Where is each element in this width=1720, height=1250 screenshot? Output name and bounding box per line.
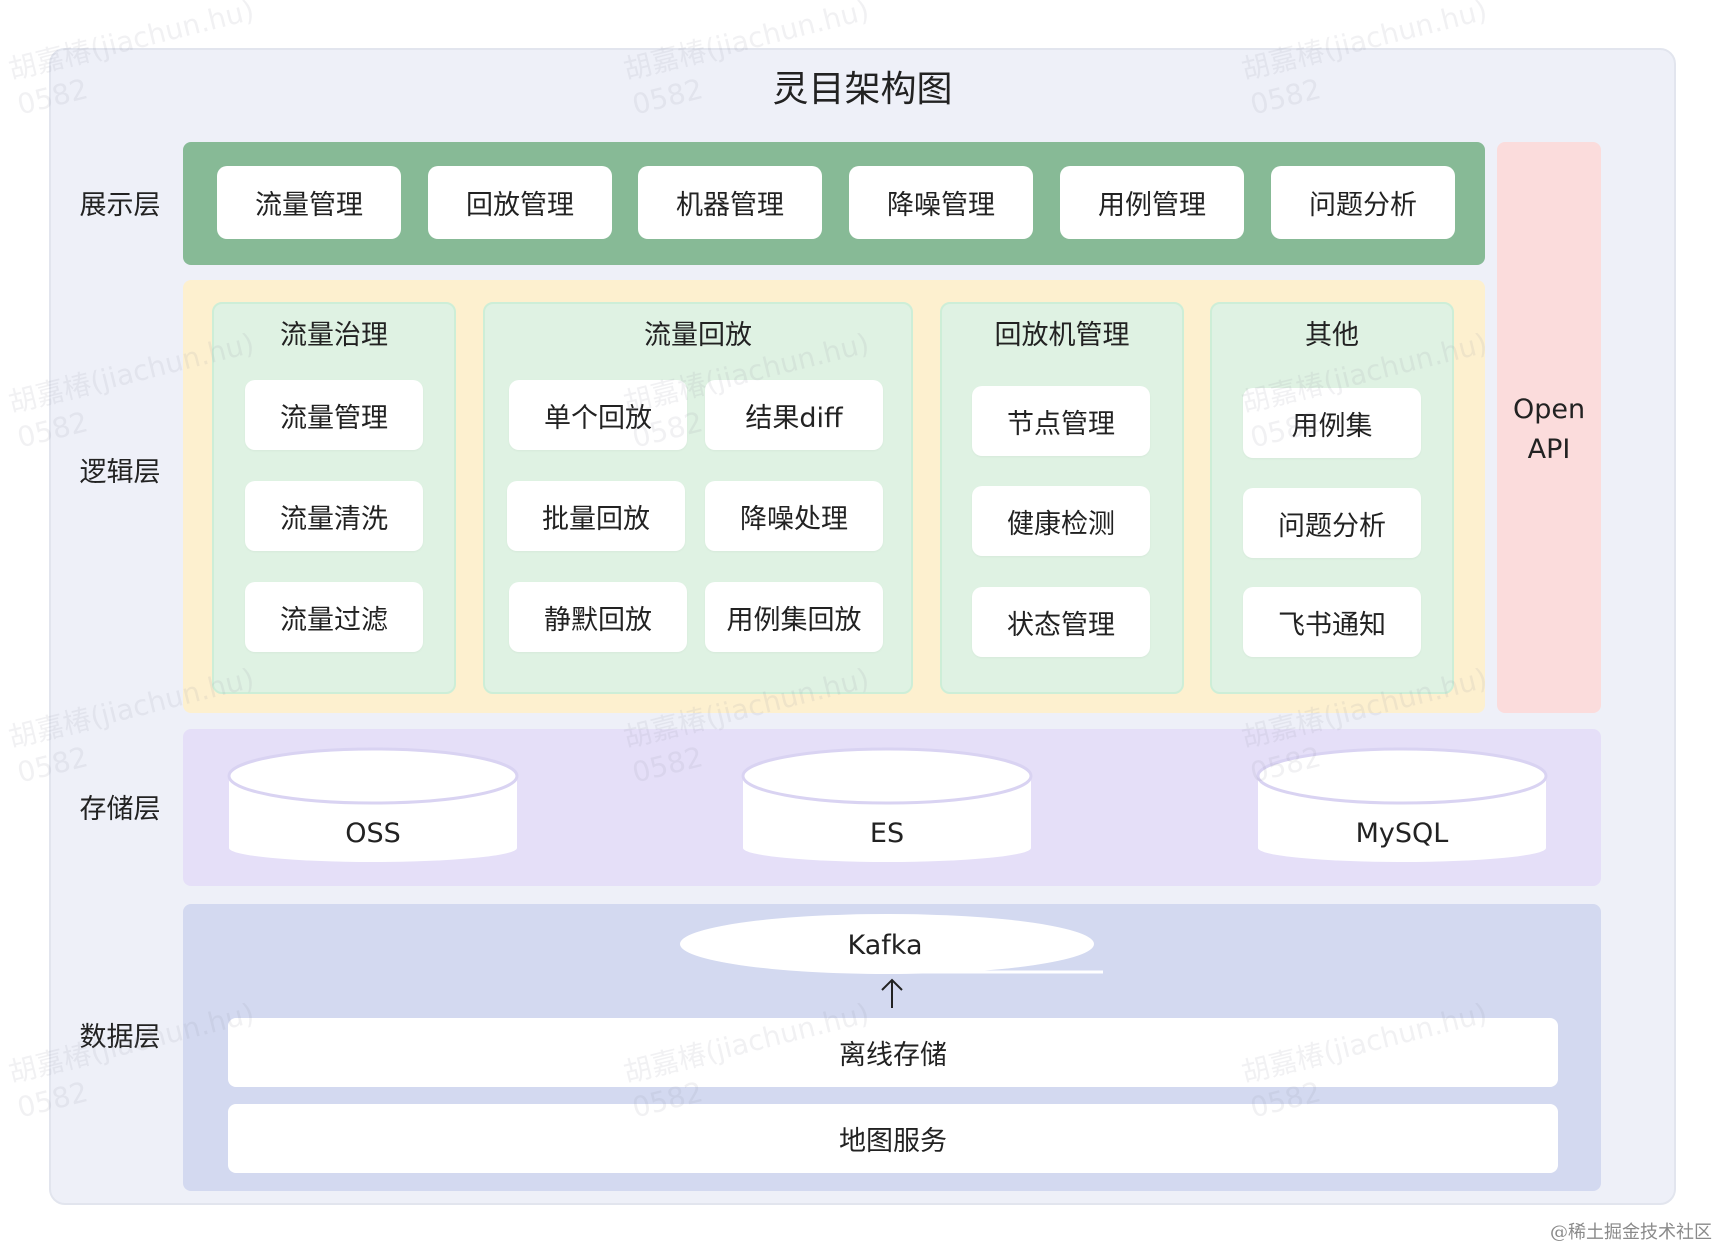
storage-label-mysql: MySQL	[1356, 818, 1449, 849]
cylinder-oss: OSS	[227, 747, 519, 862]
logic-item: 单个回放	[509, 380, 687, 450]
logic-item: 静默回放	[509, 582, 687, 652]
logic-item: 用例集	[1243, 388, 1421, 458]
logic-item: 问题分析	[1243, 488, 1421, 558]
group-title: 其他	[1305, 320, 1359, 351]
layer-label-storage: 存储层	[79, 794, 161, 825]
cylinder-bottom	[229, 834, 517, 862]
arrow-up-head	[881, 978, 903, 991]
layer-label-presentation: 展示层	[79, 190, 161, 221]
logic-item: 结果diff	[705, 380, 883, 450]
data-row-map-service: 地图服务	[228, 1104, 1558, 1173]
storage-label-es: ES	[870, 818, 904, 849]
layer-label-logic: 逻辑层	[79, 457, 161, 488]
open-api-band: Open API	[1497, 142, 1601, 713]
logic-item: 流量过滤	[245, 582, 423, 652]
diagram-title: 灵目架构图	[772, 69, 953, 110]
data-row-offline-storage: 离线存储	[228, 1018, 1558, 1087]
cylinder-es: ES	[741, 747, 1033, 862]
logic-item: 健康检测	[972, 486, 1150, 556]
presentation-item-denoise: 降噪管理	[849, 166, 1033, 239]
presentation-item-testcase: 用例管理	[1060, 166, 1244, 239]
group-title: 流量治理	[280, 320, 388, 351]
logic-item: 飞书通知	[1243, 587, 1421, 657]
cylinder-bottom	[1258, 834, 1546, 862]
kafka-label: Kafka	[848, 930, 923, 961]
source-credit: @稀土掘金技术社区	[1550, 1222, 1712, 1243]
cylinder-top	[1256, 747, 1548, 805]
layer-label-data: 数据层	[79, 1022, 161, 1053]
logic-item: 批量回放	[507, 481, 685, 551]
logic-item: 节点管理	[972, 386, 1150, 456]
logic-item: 流量清洗	[245, 481, 423, 551]
group-title: 回放机管理	[994, 320, 1130, 351]
logic-item: 状态管理	[972, 587, 1150, 657]
presentation-item-issue: 问题分析	[1271, 166, 1455, 239]
open-api-line1: Open	[1512, 394, 1586, 425]
open-api-label: Open API	[1513, 390, 1585, 470]
logic-item: 降噪处理	[705, 481, 883, 551]
kafka-ellipse	[680, 914, 1094, 974]
logic-item: 用例集回放	[705, 582, 883, 652]
presentation-item-replay: 回放管理	[428, 166, 612, 239]
storage-label-oss: OSS	[345, 818, 401, 849]
presentation-item-machine: 机器管理	[638, 166, 822, 239]
presentation-item-traffic: 流量管理	[217, 166, 401, 239]
cylinder-top	[227, 747, 519, 805]
cylinder-mysql: MySQL	[1256, 747, 1548, 862]
cylinder-bottom	[743, 834, 1031, 862]
cylinder-top	[741, 747, 1033, 805]
open-api-line2: API	[1527, 434, 1571, 465]
logic-item: 流量管理	[245, 380, 423, 450]
group-title: 流量回放	[644, 320, 752, 351]
